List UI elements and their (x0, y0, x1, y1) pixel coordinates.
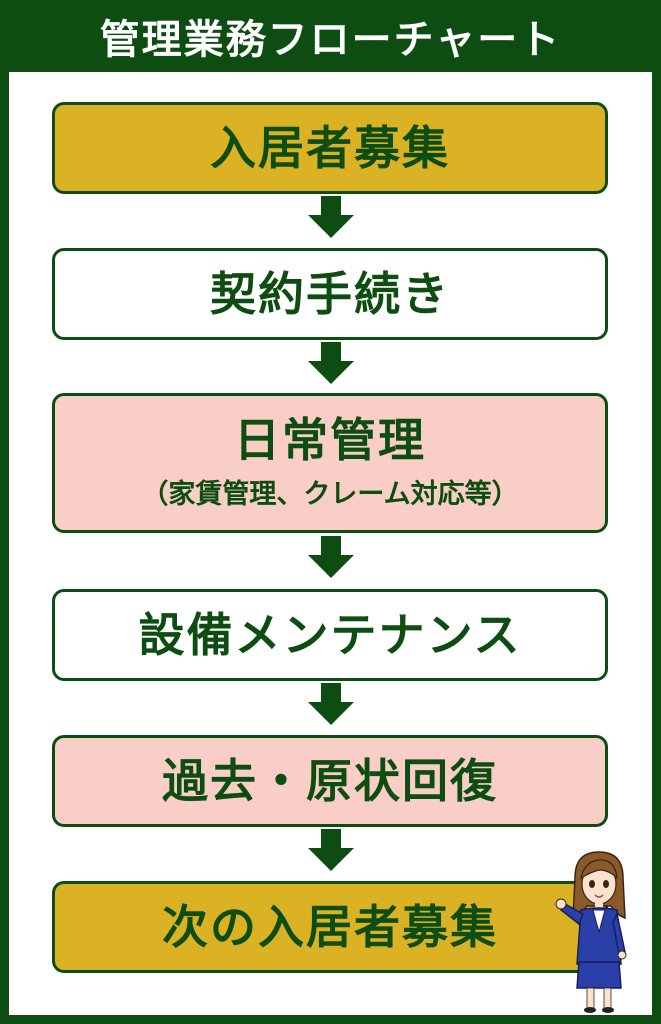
step-label: 設備メンテナンス (138, 607, 522, 662)
page-title: 管理業務フローチャート (0, 0, 661, 72)
step-sublabel: （家賃管理、クレーム対応等） (141, 478, 519, 510)
arrow-down-icon (308, 829, 354, 871)
arrow-down-icon (308, 683, 354, 725)
step-box-maintenance: 設備メンテナンス (52, 589, 608, 681)
step-label: 次の入居者募集 (162, 899, 498, 954)
step-box-contract: 契約手続き (52, 248, 608, 340)
step-label: 過去・原状回復 (162, 753, 498, 808)
step-box-restoration: 過去・原状回復 (52, 735, 608, 827)
arrow-down-icon (308, 536, 354, 578)
step-label: 契約手続き (210, 266, 450, 321)
businesswoman-illustration (555, 851, 627, 1013)
step-label: 入居者募集 (210, 120, 450, 175)
arrow-down-icon (308, 342, 354, 384)
step-box-daily-management: 日常管理 （家賃管理、クレーム対応等） (52, 393, 608, 533)
step-label: 日常管理 (234, 413, 426, 468)
step-box-next-recruit: 次の入居者募集 (52, 881, 608, 973)
arrow-down-icon (308, 196, 354, 238)
step-box-recruit: 入居者募集 (52, 102, 608, 194)
